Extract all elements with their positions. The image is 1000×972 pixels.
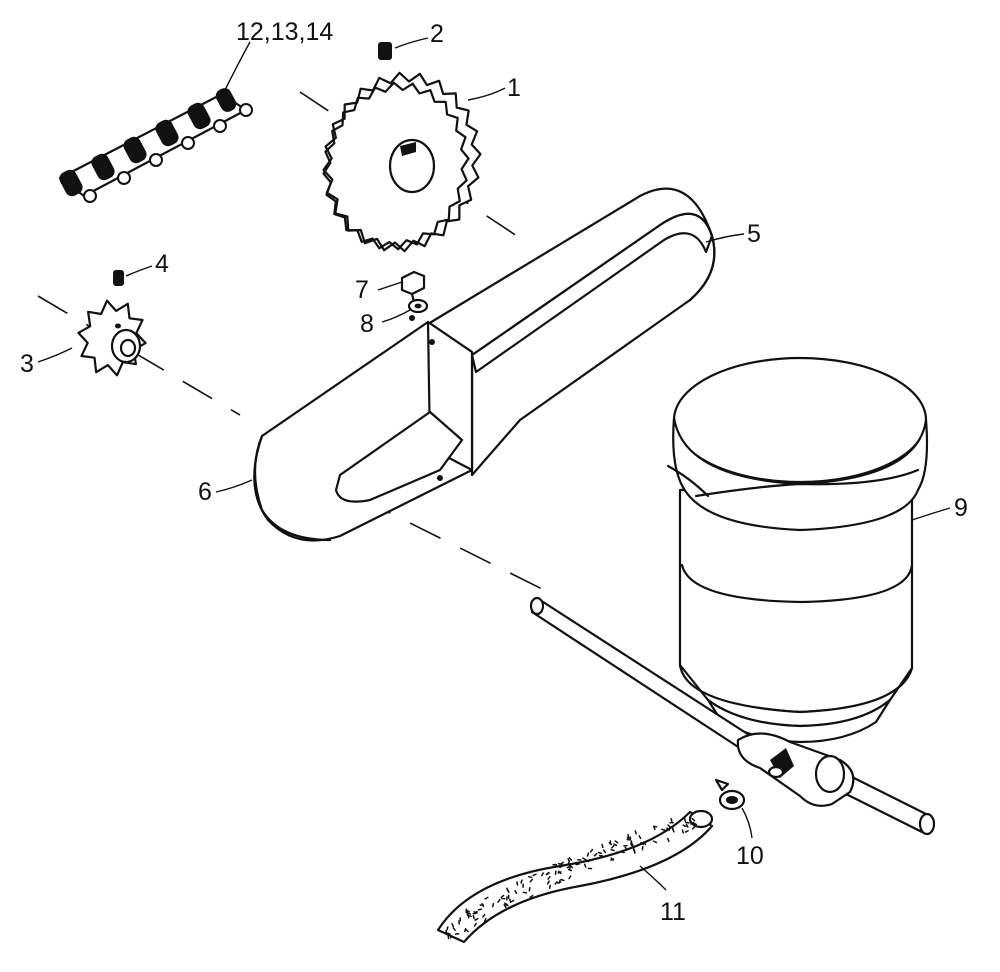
large-sprocket: [322, 71, 482, 253]
label-part-3: 3: [20, 350, 34, 378]
label-part-10: 10: [736, 842, 764, 870]
label-part-1: 1: [507, 74, 521, 102]
label-part-12-13-14: 12,13,14: [236, 18, 333, 46]
label-part-2: 2: [430, 20, 444, 48]
label-part-9: 9: [954, 494, 968, 522]
label-part-4: 4: [155, 250, 169, 278]
label-part-11: 11: [660, 898, 686, 926]
label-part-5: 5: [747, 220, 761, 248]
part-labels: 1 2 3 4 5 6 7 8 9 10 11 12,13,14: [20, 18, 968, 926]
oil-reservoir: [666, 356, 929, 744]
small-sprocket: [77, 299, 147, 377]
roller-chain: [58, 88, 253, 203]
bolt: [400, 270, 426, 304]
label-part-8: 8: [360, 310, 374, 338]
valve-body: [736, 732, 855, 807]
set-screw-top: [378, 42, 392, 60]
label-part-7: 7: [355, 276, 369, 304]
chain-guard-upper: [426, 187, 716, 477]
hose-clamp: [714, 778, 746, 811]
set-screw-small: [113, 270, 124, 286]
label-part-6: 6: [198, 478, 212, 506]
leader-lines: [37, 37, 951, 891]
oil-hose: [436, 809, 714, 944]
chain-guard-lower: [253, 315, 474, 542]
washer: [407, 298, 429, 314]
